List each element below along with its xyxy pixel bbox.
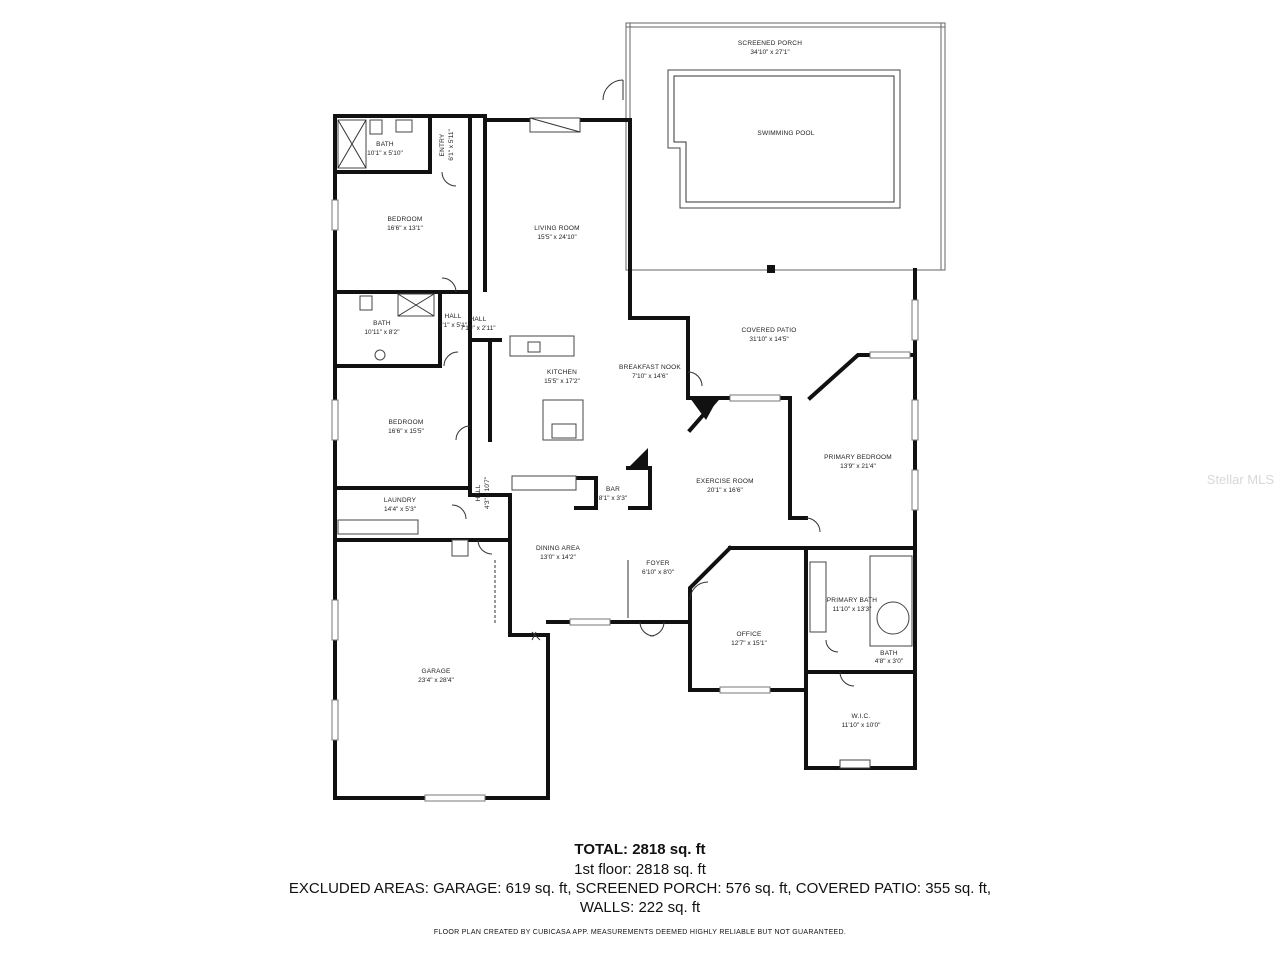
room-dim-bath-top: 10'1" x 5'10" bbox=[367, 150, 403, 157]
room-dim-covered-patio: 31'10" x 14'5" bbox=[749, 336, 789, 343]
room-name-primary-bath: PRIMARY BATH bbox=[827, 597, 878, 604]
total-area: TOTAL: 2818 sq. ft bbox=[574, 841, 706, 858]
room-name-foyer: FOYER bbox=[646, 560, 669, 567]
room-name-exercise-room: EXERCISE ROOM bbox=[696, 478, 754, 485]
pool-shape bbox=[667, 69, 901, 209]
disclaimer: FLOOR PLAN CREATED BY CUBICASA APP. MEAS… bbox=[433, 929, 847, 936]
room-name-primary-bedroom: PRIMARY BEDROOM bbox=[824, 454, 892, 461]
room-name-screened-porch: SCREENED PORCH bbox=[738, 40, 802, 47]
room-name-bar: BAR bbox=[606, 486, 620, 493]
room-dim-wic: 11'10" x 10'0" bbox=[842, 722, 881, 729]
room-labels: SCREENED PORCH 34'10" x 27'1" SWIMMING P… bbox=[364, 40, 903, 729]
room-dim-entry: 6'1" x 5'11" bbox=[448, 129, 455, 161]
fixtures bbox=[337, 117, 913, 769]
screened-porch-area bbox=[602, 22, 946, 273]
room-dim-primary-bath: 11'10" x 13'3" bbox=[833, 606, 872, 613]
room-name-covered-patio: COVERED PATIO bbox=[741, 327, 796, 334]
room-dim-bar: 8'1" x 3'3" bbox=[599, 495, 628, 502]
room-name-breakfast-nook: BREAKFAST NOOK bbox=[619, 364, 681, 371]
first-floor-area: 1st floor: 2818 sq. ft bbox=[574, 861, 706, 878]
windows bbox=[331, 199, 919, 802]
room-name-wic: W.I.C. bbox=[852, 713, 871, 720]
room-dim-screened-porch: 34'10" x 27'1" bbox=[750, 49, 790, 56]
room-name-garage: GARAGE bbox=[421, 668, 450, 675]
room-dim-garage: 23'4" x 28'4" bbox=[418, 677, 454, 684]
room-name-bath-top: BATH bbox=[376, 141, 394, 148]
room-dim-dining-area: 13'0" x 14'2" bbox=[540, 554, 576, 561]
room-dim-foyer: 6'10" x 8'0" bbox=[642, 569, 675, 576]
room-dim-bedroom-mid: 16'6" x 15'5" bbox=[388, 428, 424, 435]
room-dim-hall-a: 3'1" x 5'1" bbox=[439, 322, 468, 329]
excluded-areas-line2: WALLS: 222 sq. ft bbox=[579, 899, 701, 916]
room-dim-primary-bedroom: 13'9" x 21'4" bbox=[840, 463, 876, 470]
area-summary: TOTAL: 2818 sq. ft 1st floor: 2818 sq. f… bbox=[0, 840, 1280, 938]
room-dim-kitchen: 15'5" x 17'2" bbox=[544, 378, 580, 385]
room-name-hall-b: HALL bbox=[469, 316, 486, 323]
room-dim-office: 12'7" x 15'1" bbox=[731, 640, 767, 647]
room-dim-bath-mid: 10'11" x 8'2" bbox=[364, 329, 400, 336]
room-name-entry: ENTRY bbox=[439, 133, 446, 156]
room-dim-laundry: 14'4" x 5'3" bbox=[384, 506, 417, 513]
room-dim-bath-small: 4'8" x 3'0" bbox=[875, 658, 904, 665]
room-name-office: OFFICE bbox=[736, 631, 761, 638]
watermark: Stellar MLS bbox=[1206, 472, 1274, 487]
room-dim-exercise-room: 20'1" x 16'6" bbox=[707, 487, 743, 494]
room-dim-breakfast-nook: 7'10" x 14'6" bbox=[632, 373, 668, 380]
room-dim-living-room: 15'5" x 24'10" bbox=[537, 234, 577, 241]
room-name-bedroom-top: BEDROOM bbox=[388, 216, 423, 223]
room-dim-hall-c: 4'3" x 10'7" bbox=[484, 476, 491, 509]
room-dim-hall-b: 7'10" x 2'11" bbox=[460, 325, 496, 332]
room-name-bedroom-mid: BEDROOM bbox=[389, 419, 424, 426]
room-name-swimming-pool: SWIMMING POOL bbox=[757, 130, 814, 137]
room-name-hall-a: HALL bbox=[444, 313, 461, 320]
room-dim-bedroom-top: 16'6" x 13'1" bbox=[387, 225, 423, 232]
doors bbox=[441, 171, 855, 687]
room-name-bath-small: BATH bbox=[880, 650, 898, 657]
room-name-bath-mid: BATH bbox=[373, 320, 391, 327]
room-name-dining-area: DINING AREA bbox=[536, 545, 581, 552]
room-name-kitchen: KITCHEN bbox=[547, 369, 577, 376]
room-name-hall-c: HALL bbox=[475, 484, 482, 501]
room-name-laundry: LAUNDRY bbox=[384, 497, 417, 504]
room-name-living-room: LIVING ROOM bbox=[534, 225, 580, 232]
excluded-areas-line1: EXCLUDED AREAS: GARAGE: 619 sq. ft, SCRE… bbox=[288, 880, 992, 897]
